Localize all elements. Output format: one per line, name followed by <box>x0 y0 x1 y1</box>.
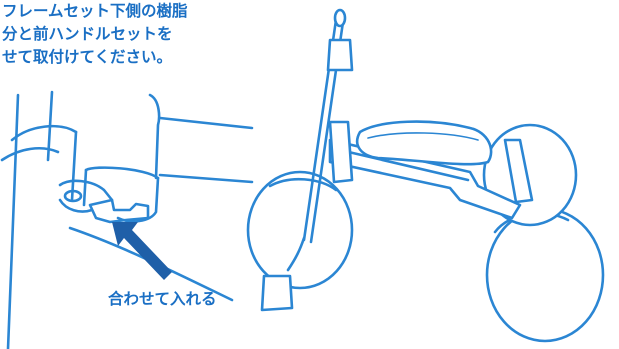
strap <box>286 236 306 272</box>
rear-wheel-right <box>485 207 605 343</box>
tube-curve-mid <box>0 146 60 162</box>
joint-left-edge <box>82 168 88 207</box>
instruction-line-1: フレームセット下側の樹脂 <box>2 2 188 20</box>
front-wheel <box>246 170 354 290</box>
bracket-top <box>58 179 114 202</box>
seat-support <box>503 138 534 204</box>
detail-closeup <box>0 90 254 349</box>
tricycle <box>246 8 605 343</box>
callout-label: 合わせて入れる <box>108 290 217 308</box>
insert-arrow <box>112 222 172 280</box>
joint-top-ellipse <box>84 166 160 180</box>
frame-top-line <box>158 116 254 130</box>
tube-curve-top <box>10 124 78 142</box>
instruction-line-3: せて取付けてください。 <box>2 48 173 66</box>
frame-bottom-line <box>158 173 254 184</box>
resin-notch <box>88 198 150 224</box>
post-two <box>70 130 78 202</box>
handle-top-cap <box>333 8 347 28</box>
seat-edge <box>367 132 479 141</box>
instruction-text: フレームセット下側の樹脂 分と前ハンドルセットを せて取付けてください。 <box>2 0 232 69</box>
joint-right <box>148 93 161 180</box>
bracket-bottom <box>58 198 94 213</box>
bracket-hole <box>63 189 83 203</box>
left-post-outer <box>6 93 20 349</box>
instruction-line-2: 分と前ハンドルセットを <box>2 25 173 43</box>
handle-grip <box>326 38 354 72</box>
frame-highlight <box>338 148 470 182</box>
joint-bottom-right <box>116 176 160 223</box>
hang-tag <box>260 274 294 312</box>
seat <box>355 120 493 166</box>
head-tube <box>328 120 354 184</box>
front-wheel-rim <box>268 177 338 192</box>
